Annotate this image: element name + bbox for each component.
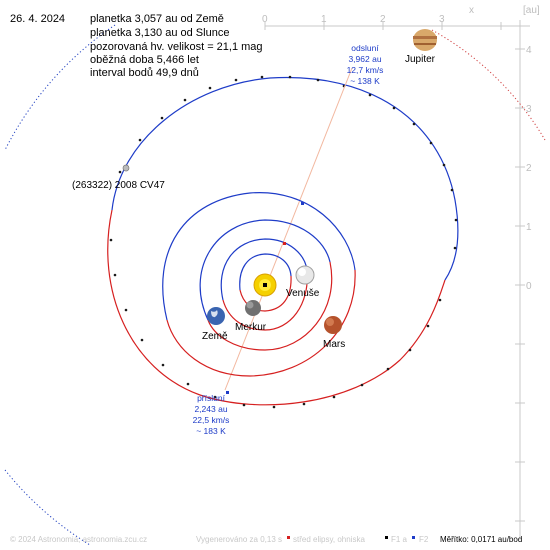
venus-planet [295,265,315,285]
info-earth-distance: planetka 3,057 au od Země [90,13,224,25]
y-scale-axis [515,20,525,540]
y-tick-4: 4 [526,45,532,56]
legend-f1: F1 a [391,535,408,544]
info-period: oběžná doba 5,466 let [90,54,199,66]
aphelion-temp: ~ 138 K [350,76,380,86]
asteroid-marker [122,164,130,172]
legend-ellipse: střed elipsy, ohniska [293,535,365,544]
legend-ellipse-swatch [287,536,290,539]
x-tick-2: 2 [380,14,386,25]
perihelion-distance: 2,243 au [194,404,227,414]
perihelion-marker [226,391,229,394]
mercury-label: Merkur [235,322,267,333]
jupiter-label: Jupiter [405,54,436,65]
outer-dotted-orbit [4,24,116,546]
generated-footer: Vygenerováno za 0,13 s [196,535,282,544]
earth-label: Země [202,331,228,342]
mercury-orbit-above [239,253,292,291]
x-axis-label: x [469,5,474,16]
jupiter-planet [413,29,437,51]
perihelion-title: přísluní [197,393,226,403]
perihelion-temp: ~ 183 K [196,426,226,436]
asteroid-orbit-below [107,209,446,406]
asteroid-position-dots [109,75,458,409]
y-tick-0: 0 [526,281,532,292]
node-marker-red [283,242,286,245]
unit-label: [au] [523,5,540,16]
y-tick-3: 3 [526,104,532,115]
sun [253,273,277,297]
legend-f2: F2 [419,535,429,544]
venus-orbit-above [220,238,308,301]
legend-f2-swatch [412,536,415,539]
node-marker-blue [301,202,304,205]
y-tick-1: 1 [526,222,532,233]
mercury-planet [245,300,261,316]
mars-orbit-above [162,192,356,321]
mars-orbit-below [166,269,356,377]
aphelion-title: odsluní [351,43,379,53]
earth-planet [207,307,225,325]
earth-orbit-below [207,261,333,351]
x-scale-axis [264,22,530,30]
x-tick-1: 1 [321,14,327,25]
mars-label: Mars [323,339,345,350]
info-sun-distance: planetka 3,130 au od Slunce [90,27,229,39]
asteroid-label: (263322) 2008 CV47 [72,180,165,191]
info-interval: interval bodů 49,9 dnů [90,67,199,79]
aphelion-speed: 12,7 km/s [347,65,384,75]
apsides-line [224,67,353,391]
mercury-orbit-below [239,275,292,312]
venus-label: Venuše [286,288,320,299]
info-magnitude: pozorovaná hv. velikost = 21,1 mag [90,41,263,53]
aphelion-distance: 3,962 au [348,54,381,64]
venus-orbit-below [222,269,308,331]
perihelion-speed: 22,5 km/s [193,415,230,425]
scale-label: Měřítko: 0,0171 au/bod [440,535,522,544]
copyright-footer: © 2024 Astronomia, astronomia.zcu.cz [10,535,147,544]
legend-f1-swatch [385,536,388,539]
x-tick-3: 3 [439,14,445,25]
mars-planet [324,316,342,334]
earth-orbit-above [199,219,331,321]
jupiter-orbit [431,29,546,141]
asteroid-orbit-above [111,76,459,281]
x-tick-0: 0 [262,14,268,25]
y-tick-2: 2 [526,163,532,174]
date-label: 26. 4. 2024 [10,13,65,25]
